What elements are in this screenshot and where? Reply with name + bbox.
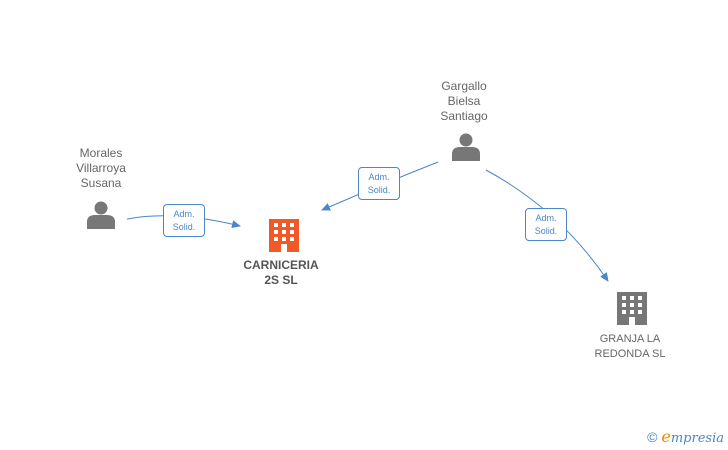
edge-label-role-type: Solid. xyxy=(172,222,196,232)
company-name-carniceria[interactable]: CARNICERIA 2S SL xyxy=(243,258,319,287)
edge-label-role-type: Solid. xyxy=(367,185,391,195)
building-icon[interactable] xyxy=(617,292,647,325)
brand-logo: empresia xyxy=(661,427,724,446)
person-icon[interactable] xyxy=(452,133,480,162)
copyright-icon: © xyxy=(647,429,658,445)
building-icon[interactable] xyxy=(269,219,299,252)
person-name-gargallo[interactable]: Gargallo Bielsa Santiago xyxy=(440,79,488,123)
person-name-morales[interactable]: Morales Villarroya Susana xyxy=(76,146,126,190)
edge-label-gargallo-carniceria: Adm. Solid. xyxy=(358,167,400,200)
edge-label-role: Adm. xyxy=(535,213,557,223)
edge-label-role: Adm. xyxy=(173,209,195,219)
edge-label-role-type: Solid. xyxy=(534,226,558,236)
edge-label-role: Adm. xyxy=(368,172,390,182)
edge-label-morales-carniceria: Adm. Solid. xyxy=(163,204,205,237)
footer-brand[interactable]: © empresia xyxy=(647,427,724,446)
person-icon[interactable] xyxy=(87,201,115,230)
company-name-granja[interactable]: GRANJA LA REDONDA SL xyxy=(594,333,666,360)
edge-label-gargallo-granja: Adm. Solid. xyxy=(525,208,567,241)
